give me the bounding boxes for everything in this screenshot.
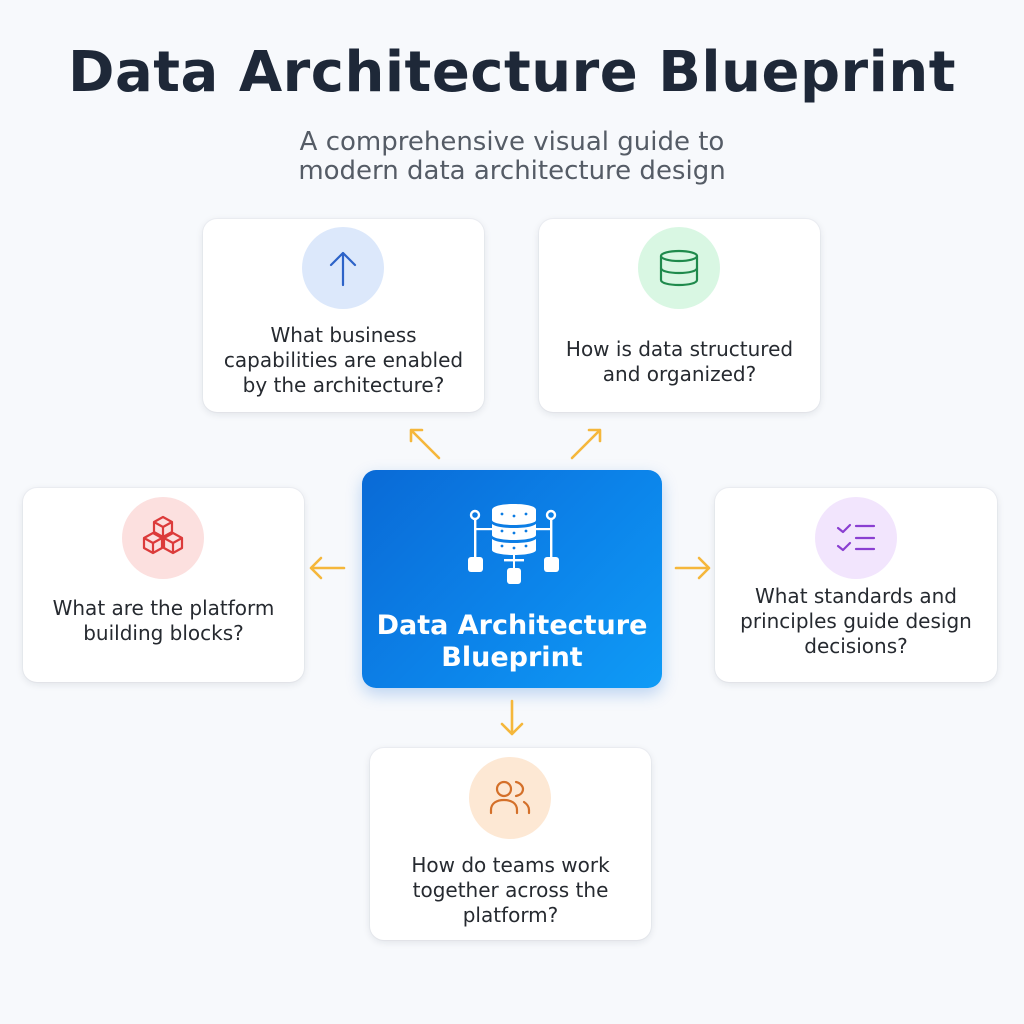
center-title-line: Blueprint: [441, 642, 583, 673]
question-line: platform?: [462, 903, 559, 927]
question-line: What are the platform: [52, 596, 275, 620]
arrow-up-right-icon: [570, 428, 602, 460]
cubes-icon: [142, 515, 184, 555]
subtitle-line: A comprehensive visual guide to: [299, 127, 725, 157]
users-icon: [489, 780, 531, 815]
subtitle-line: modern data architecture design: [298, 156, 726, 186]
icon-circle: [122, 497, 204, 579]
card-team-collaboration: How do teams work together across the pl…: [370, 748, 651, 940]
page-subtitle: A comprehensive visual guide to modern d…: [0, 128, 1024, 186]
icon-circle: [302, 227, 384, 309]
arrow-right-icon: [674, 556, 711, 580]
card-standards-principles: What standards and principles guide desi…: [715, 488, 997, 682]
database-icon: [659, 249, 699, 287]
card-question: What are the platform building blocks?: [23, 596, 304, 646]
icon-circle: [638, 227, 720, 309]
card-question: What business capabilities are enabled b…: [203, 323, 484, 398]
question-line: building blocks?: [83, 621, 244, 645]
database-network-icon: [468, 504, 559, 584]
question-line: What standards and: [754, 584, 958, 608]
card-question: How is data structured and organized?: [539, 337, 820, 387]
arrow-down-icon: [500, 699, 524, 736]
arrow-up-left-icon: [409, 428, 441, 460]
icon-circle: [469, 757, 551, 839]
icon-circle: [815, 497, 897, 579]
question-line: decisions?: [804, 634, 908, 658]
card-business-capabilities: What business capabilities are enabled b…: [203, 219, 484, 412]
question-line: How do teams work: [411, 853, 610, 877]
card-question: What standards and principles guide desi…: [715, 584, 997, 659]
question-line: What business: [270, 323, 417, 347]
card-question: How do teams work together across the pl…: [370, 853, 651, 928]
question-line: and organized?: [602, 362, 757, 386]
arrow-up-icon: [329, 251, 357, 287]
page-title: Data Architecture Blueprint: [68, 40, 956, 105]
arrow-left-icon: [309, 556, 346, 580]
center-title-line: Data Architecture: [376, 610, 648, 641]
question-line: together across the: [412, 878, 609, 902]
card-platform-building-blocks: What are the platform building blocks?: [23, 488, 304, 682]
question-line: principles guide design: [740, 609, 972, 633]
question-line: How is data structured: [565, 337, 794, 361]
center-hub-title: Data Architecture Blueprint: [0, 610, 1024, 674]
question-line: capabilities are enabled: [223, 348, 464, 372]
question-line: by the architecture?: [242, 373, 445, 397]
checklist-icon: [836, 523, 876, 552]
center-hub-card: [362, 470, 662, 688]
card-data-structure: How is data structured and organized?: [539, 219, 820, 412]
